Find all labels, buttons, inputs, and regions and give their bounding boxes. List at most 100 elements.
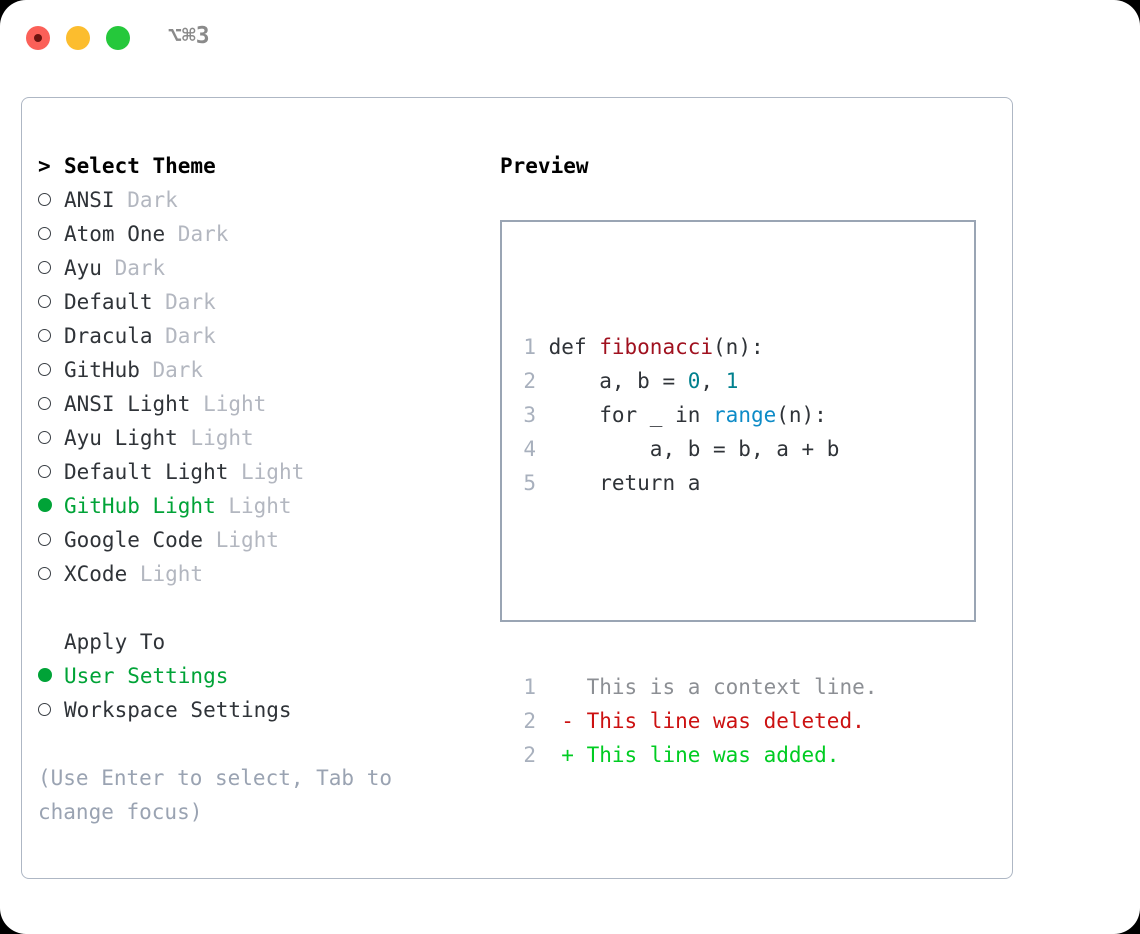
close-button[interactable] [26, 26, 50, 50]
code-line-number: 3 [523, 403, 536, 427]
close-icon [34, 34, 42, 42]
code-token: 0 [687, 369, 701, 393]
radio-unselected-icon [38, 295, 51, 308]
apply-to-item[interactable]: Workspace Settings [38, 693, 488, 727]
apply-to-header: Apply To [38, 625, 488, 659]
theme-item-variant-tag: Dark [114, 188, 178, 212]
theme-item-variant-tag: Light [127, 562, 204, 586]
theme-item-label: Dracula [64, 324, 153, 348]
theme-item-radio [38, 455, 64, 489]
theme-item-label: GitHub Light [64, 494, 216, 518]
maximize-button[interactable] [106, 26, 130, 50]
code-token: a, b = [548, 369, 688, 393]
theme-list-item[interactable]: GitHub Dark [38, 353, 488, 387]
theme-item-label: Atom One [64, 222, 166, 246]
radio-unselected-icon [38, 703, 51, 716]
code-token: range [713, 403, 777, 427]
diff-line: 2 + This line was added. [512, 738, 877, 772]
diff-line: 1 This is a context line. [512, 670, 877, 704]
theme-list-item[interactable]: Ayu Light Light [38, 421, 488, 455]
theme-item-radio [38, 421, 64, 455]
theme-item-label: ANSI [64, 188, 115, 212]
code-diff-spacer [512, 568, 877, 602]
theme-list-item[interactable]: Ayu Dark [38, 251, 488, 285]
diff-line-number: 1 [523, 675, 536, 699]
radio-unselected-icon [38, 567, 51, 580]
minimize-button[interactable] [66, 26, 90, 50]
section-spacer [38, 591, 488, 625]
apply-to-item-label: Workspace Settings [64, 698, 292, 722]
theme-list-item[interactable]: Default Dark [38, 285, 488, 319]
code-line-number: 4 [523, 437, 536, 461]
radio-unselected-icon [38, 431, 51, 444]
keyboard-shortcut-label: ⌥⌘3 [168, 23, 210, 49]
code-line-number: 5 [523, 471, 536, 495]
theme-item-variant-tag: Light [215, 494, 292, 518]
diff-marker [561, 675, 586, 699]
radio-unselected-icon [38, 193, 51, 206]
theme-list-item[interactable]: ANSI Dark [38, 183, 488, 217]
keyboard-hint: (Use Enter to select, Tab to change focu… [38, 766, 393, 824]
theme-item-variant-tag: Dark [101, 256, 166, 280]
radio-unselected-icon [38, 329, 51, 342]
diff-line-number: 2 [523, 709, 536, 733]
code-line: 2 a, b = 0, 1 [512, 364, 877, 398]
theme-item-label: GitHub [64, 358, 140, 382]
radio-unselected-icon [38, 397, 51, 410]
theme-item-variant-tag: Light [203, 528, 279, 552]
diff-sample: 1 This is a context line.2 - This line w… [512, 670, 877, 772]
radio-unselected-icon [38, 363, 51, 376]
code-token: (n): [713, 335, 764, 359]
code-token: , [700, 369, 726, 393]
theme-picker-header: > Select Theme [38, 149, 488, 183]
theme-item-variant-tag: Dark [165, 222, 229, 246]
code-token: 1 [725, 369, 739, 393]
theme-item-label: Ayu Light [64, 426, 178, 450]
theme-list-item[interactable]: ANSI Light Light [38, 387, 488, 421]
theme-list-item[interactable]: Atom One Dark [38, 217, 488, 251]
apply-to-header-indent [38, 625, 64, 659]
apply-to-header-label: Apply To [64, 630, 166, 654]
theme-picker-header-label: Select Theme [64, 154, 216, 178]
code-token: return a [548, 471, 701, 495]
theme-list-item[interactable]: Default Light Light [38, 455, 488, 489]
theme-item-variant-tag: Light [190, 392, 267, 416]
theme-item-variant-tag: Dark [139, 358, 204, 382]
diff-text: This line was deleted. [586, 709, 865, 733]
radio-unselected-icon [38, 533, 51, 546]
theme-item-radio [38, 319, 64, 353]
theme-item-radio [38, 353, 64, 387]
radio-unselected-icon [38, 227, 51, 240]
theme-list-item[interactable]: XCode Light [38, 557, 488, 591]
header-caret-icon: > [38, 154, 64, 178]
theme-item-radio [38, 387, 64, 421]
code-token: (n): [776, 403, 827, 427]
theme-list-item[interactable]: Google Code Light [38, 523, 488, 557]
theme-item-variant-tag: Light [228, 460, 305, 484]
theme-item-radio [38, 285, 64, 319]
diff-marker: - [561, 709, 587, 733]
apply-to-item-radio [38, 659, 64, 693]
radio-unselected-icon [38, 261, 51, 274]
theme-item-variant-tag: Dark [152, 324, 216, 348]
apply-to-item[interactable]: User Settings [38, 659, 488, 693]
theme-list-item[interactable]: GitHub Light Light [38, 489, 488, 523]
code-line-number: 2 [523, 369, 536, 393]
diff-line: 2 - This line was deleted. [512, 704, 877, 738]
code-line: 3 for _ in range(n): [512, 398, 877, 432]
theme-item-radio [38, 489, 64, 523]
code-line-number: 1 [523, 335, 536, 359]
code-token: a, b = b, a + b [548, 437, 840, 461]
theme-item-label: ANSI Light [64, 392, 191, 416]
radio-selected-icon [38, 498, 52, 512]
apply-to-item-label: User Settings [64, 664, 229, 688]
diff-text: This is a context line. [586, 675, 878, 699]
theme-item-radio [38, 251, 64, 285]
theme-item-label: XCode [64, 562, 128, 586]
theme-list-item[interactable]: Dracula Dark [38, 319, 488, 353]
